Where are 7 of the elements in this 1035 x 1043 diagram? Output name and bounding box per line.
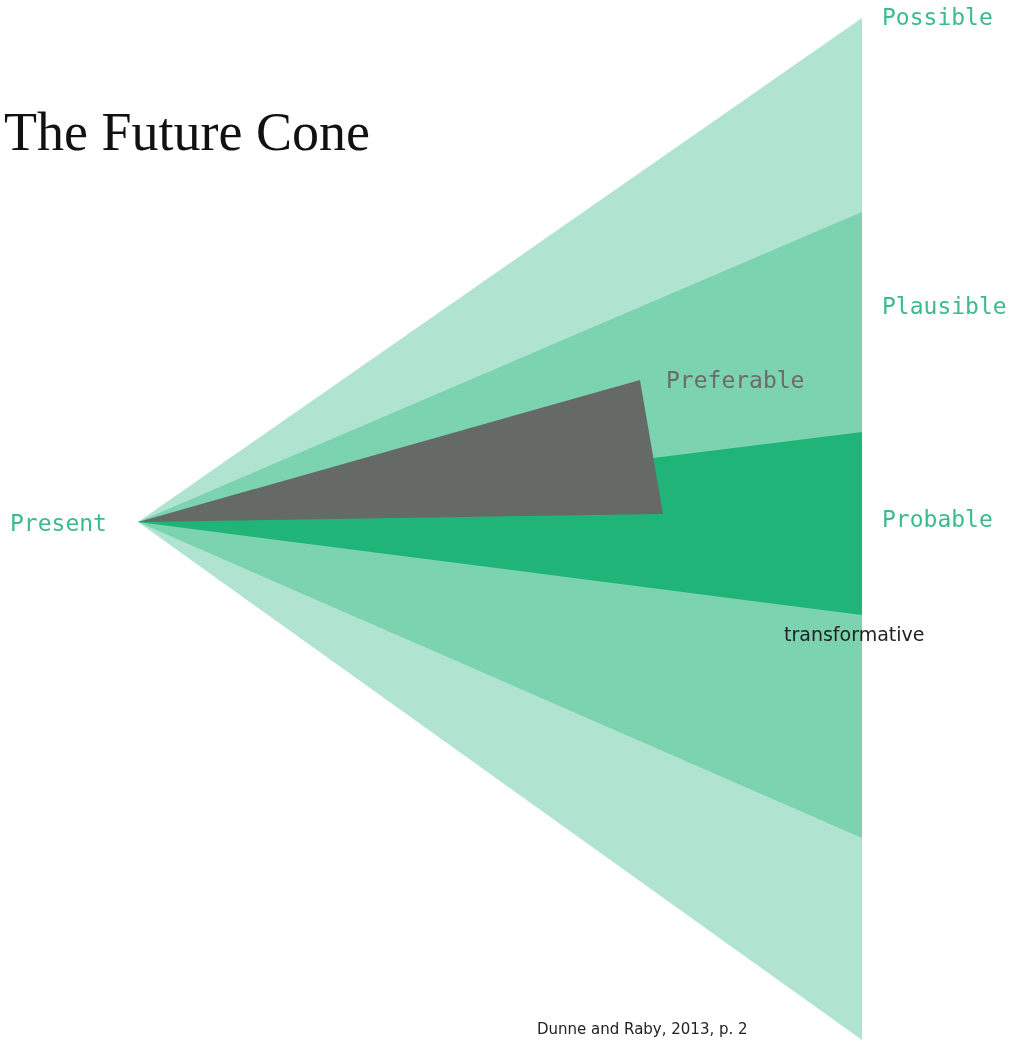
cone-label: Preferable [666, 368, 805, 394]
cone-label: Possible [882, 5, 993, 31]
source-citation: Dunne and Raby, 2013, p. 2 [537, 1020, 748, 1038]
cone-label: Present [10, 511, 107, 537]
title: The Future Cone [4, 103, 370, 163]
cone-label: Probable [882, 507, 993, 533]
cone-label: Plausible [882, 294, 1007, 320]
